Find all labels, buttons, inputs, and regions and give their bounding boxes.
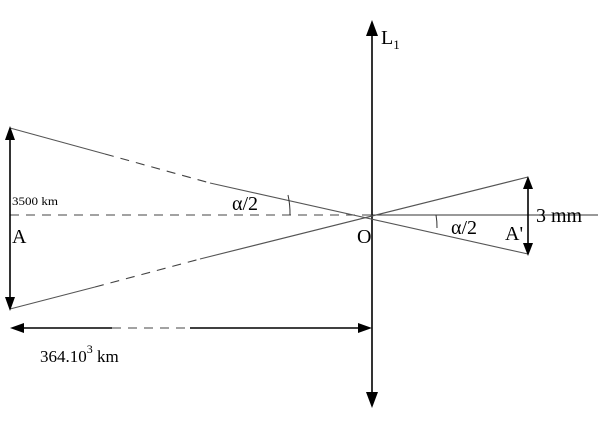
image-arrow-top-head bbox=[523, 176, 533, 189]
object-arrow bbox=[5, 126, 15, 311]
top-ray-solid-left bbox=[9, 127, 106, 155]
top-ray-dashed bbox=[104, 153, 211, 184]
distance-label: 364.103 km bbox=[40, 342, 119, 366]
angle-label-object-side: α/2 bbox=[232, 193, 258, 215]
lens-top-arrowhead bbox=[366, 20, 378, 36]
object-label: A bbox=[12, 226, 27, 248]
center-label: O bbox=[357, 226, 371, 248]
distance-left-arrowhead bbox=[10, 323, 24, 333]
distance-right-arrowhead bbox=[358, 323, 372, 333]
image-label: A' bbox=[505, 223, 523, 245]
lens-l1 bbox=[366, 20, 378, 408]
angle-arc-image-side bbox=[435, 214, 438, 229]
top-ray-solid-right bbox=[209, 182, 529, 255]
object-size-label: 3500 km bbox=[12, 194, 59, 208]
lens-label: L1 bbox=[381, 27, 400, 52]
object-arrow-top-head bbox=[5, 126, 15, 140]
bottom-ray-dashed bbox=[94, 258, 201, 288]
lens-bottom-arrowhead bbox=[366, 392, 378, 408]
bottom-ray-solid-left bbox=[9, 286, 96, 310]
object-arrow-bottom-head bbox=[5, 297, 15, 311]
angle-label-image-side: α/2 bbox=[451, 217, 477, 239]
bottom-ray-solid-right bbox=[199, 176, 529, 260]
image-size-label: 3 mm bbox=[536, 205, 583, 227]
distance-arrow bbox=[10, 323, 372, 333]
angle-arc-object-side bbox=[287, 194, 291, 216]
rays bbox=[9, 127, 529, 310]
image-arrow bbox=[523, 176, 533, 256]
image-arrow-bottom-head bbox=[523, 243, 533, 256]
